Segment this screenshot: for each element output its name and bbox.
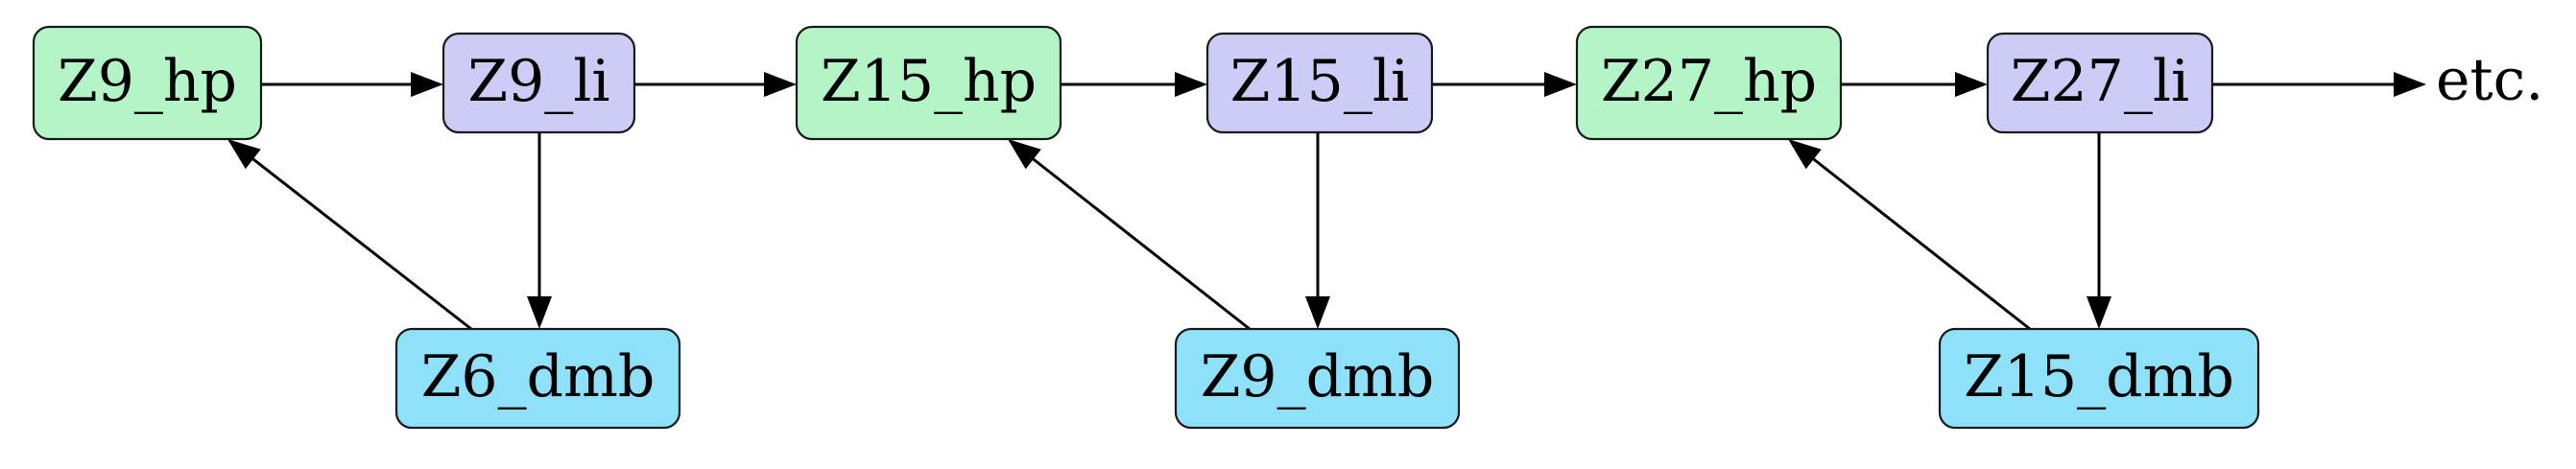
- node-label: Z27_li: [2011, 48, 2189, 115]
- node-label: Z15_li: [1230, 48, 1409, 115]
- edge-z27-hp-to-z27-li: [1841, 72, 1988, 97]
- node-z27-li: Z27_li: [1986, 32, 2214, 134]
- node-label: Z15_hp: [821, 48, 1037, 115]
- edge-z6-dmb-to-z9-hp: [227, 139, 472, 331]
- node-label: Z27_hp: [1601, 48, 1817, 115]
- arrowhead-icon: [1008, 139, 1041, 170]
- edge-z27-li-to-z15-dmb: [2087, 132, 2111, 329]
- edge-line: [251, 157, 472, 331]
- edge-line: [1032, 157, 1251, 331]
- node-z9-hp: Z9_hp: [32, 25, 263, 141]
- node-z15-li: Z15_li: [1205, 32, 1434, 134]
- node-label: Z9_li: [467, 48, 609, 115]
- node-z15-dmb: Z15_dmb: [1938, 327, 2260, 430]
- node-label: Z9_dmb: [1201, 343, 1435, 410]
- edge-z15-li-to-z27-hp: [1432, 72, 1577, 97]
- edge-z9-li-to-z15-hp: [634, 72, 797, 97]
- edge-z15-hp-to-z15-li: [1061, 72, 1207, 97]
- node-z27-hp: Z27_hp: [1575, 25, 1843, 141]
- node-z6-dmb: Z6_dmb: [394, 327, 681, 430]
- arrowhead-icon: [527, 296, 552, 329]
- arrowhead-icon: [227, 139, 261, 170]
- etc-label: etc.: [2436, 47, 2543, 114]
- node-z9-li: Z9_li: [441, 32, 636, 134]
- arrowhead-icon: [2394, 72, 2426, 97]
- node-z9-dmb: Z9_dmb: [1174, 327, 1461, 430]
- node-box: [795, 25, 1062, 141]
- node-box: [441, 32, 636, 134]
- arrowhead-icon: [411, 72, 443, 97]
- node-box: [1938, 327, 2260, 430]
- node-label: Z6_dmb: [421, 343, 656, 410]
- edge-z9-li-to-z6-dmb: [527, 132, 552, 329]
- edge-z15-li-to-z9-dmb: [1305, 132, 1330, 329]
- edge-line: [1812, 157, 2031, 331]
- edge-z9-dmb-to-z15-hp: [1008, 139, 1251, 331]
- arrowhead-icon: [1955, 72, 1988, 97]
- arrowhead-icon: [1788, 139, 1822, 170]
- node-box: [1205, 32, 1434, 134]
- edge-z27-li-to-etc: [2212, 72, 2426, 97]
- edge-z9-hp-to-z9-li: [261, 72, 443, 97]
- arrowhead-icon: [764, 72, 797, 97]
- node-box: [1986, 32, 2214, 134]
- node-z15-hp: Z15_hp: [795, 25, 1062, 141]
- arrowhead-icon: [1175, 72, 1207, 97]
- edges-layer: [227, 72, 2426, 331]
- node-box: [32, 25, 263, 141]
- arrowhead-icon: [1305, 296, 1330, 329]
- node-box: [1174, 327, 1461, 430]
- node-box: [1575, 25, 1843, 141]
- node-box: [394, 327, 681, 430]
- arrowhead-icon: [1544, 72, 1577, 97]
- node-label: Z15_dmb: [1964, 343, 2234, 410]
- arrowhead-icon: [2087, 296, 2111, 329]
- node-label: Z9_hp: [58, 48, 237, 115]
- edge-z15-dmb-to-z27-hp: [1788, 139, 2031, 331]
